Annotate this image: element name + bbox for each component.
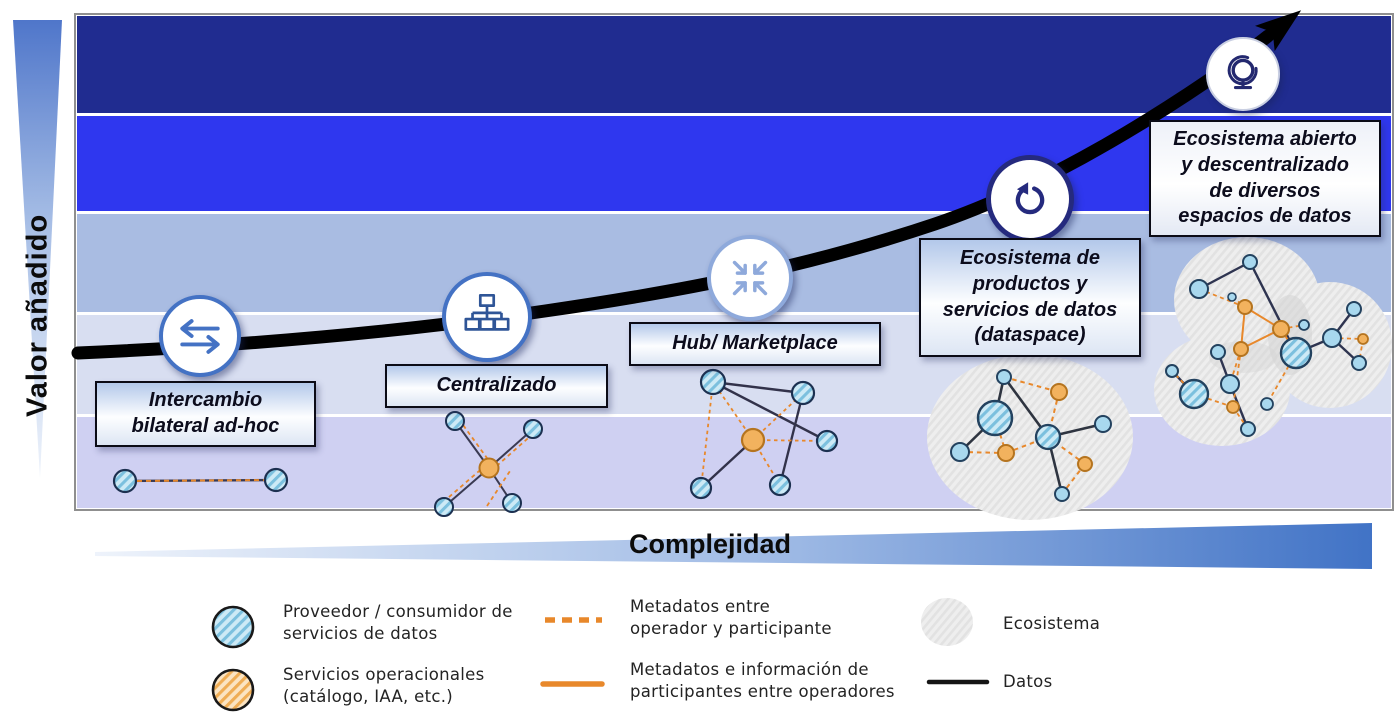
hierarchy-glyph bbox=[464, 293, 510, 331]
converge-arrows-icon bbox=[707, 235, 793, 321]
legend-symbol-ecosystem-blob bbox=[921, 598, 973, 646]
cycle-arrow-icon bbox=[986, 155, 1074, 243]
legend-label-ecosystem: Ecosistema bbox=[1003, 614, 1101, 633]
illustration-dataspace bbox=[927, 354, 1133, 520]
value-axis-wedge bbox=[13, 20, 62, 478]
globe-glyph bbox=[1227, 55, 1258, 90]
x-axis-label: Complejidad bbox=[629, 529, 792, 559]
hierarchy-icon bbox=[442, 272, 532, 362]
stage-label-hub-marketplace: Hub/ Marketplace bbox=[629, 322, 881, 366]
cycle-arrow-glyph bbox=[1015, 182, 1045, 215]
illustration-hub bbox=[689, 368, 839, 500]
stage-label-dataspace: Ecosistema de productos y servicios de d… bbox=[919, 238, 1141, 357]
legend-label-metadata-operator: Metadatos entre operador y participante bbox=[630, 597, 832, 638]
legend-label-operational: Servicios operacionales (catálogo, IAA, … bbox=[283, 665, 485, 706]
legend-symbol-provider-circle bbox=[211, 605, 255, 649]
value-band-1 bbox=[77, 16, 1391, 113]
illustration-bilateral bbox=[112, 467, 289, 494]
illustration-centralized bbox=[434, 411, 543, 517]
stage-label-open-ecosystem: Ecosistema abierto y descentralizado de … bbox=[1149, 120, 1381, 237]
globe-icon bbox=[1206, 37, 1280, 111]
exchange-arrows-glyph bbox=[180, 319, 220, 354]
legend-label-data: Datos bbox=[1003, 672, 1053, 691]
exchange-arrows-icon bbox=[159, 295, 241, 377]
y-axis-label: Valor añadido bbox=[21, 213, 54, 417]
stage-label-bilateral: Intercambio bilateral ad-hoc bbox=[95, 381, 316, 447]
converge-arrows-glyph bbox=[732, 260, 768, 296]
ecosystem-blob bbox=[927, 354, 1133, 520]
illustration-open-ecosystem bbox=[1154, 237, 1392, 446]
complexity-axis-wedge bbox=[95, 523, 1372, 569]
legend-label-provider: Proveedor / consumidor de servicios de d… bbox=[283, 602, 513, 643]
legend-symbols bbox=[211, 598, 990, 712]
stage-label-centralized: Centralizado bbox=[385, 364, 608, 408]
legend-label-metadata-participants: Metadatos e información de participantes… bbox=[630, 660, 895, 701]
legend-symbol-operational-circle bbox=[211, 668, 255, 712]
